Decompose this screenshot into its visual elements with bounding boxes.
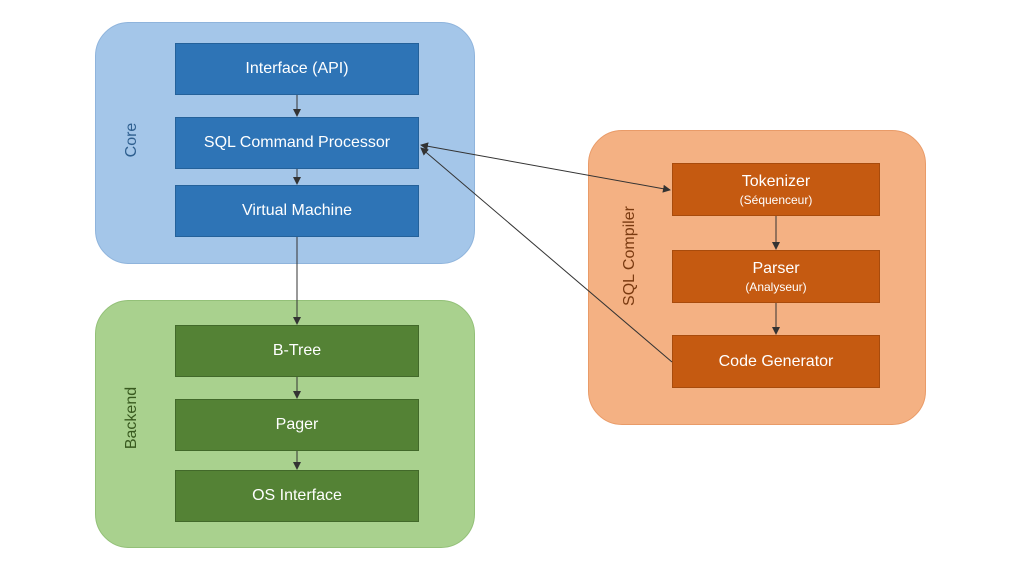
parser-label: Parser — [752, 259, 800, 277]
parser-sublabel: (Analyseur) — [745, 279, 807, 294]
sql-command-processor-label: SQL Command Processor — [203, 134, 391, 151]
code-generator-label: Code Generator — [718, 352, 834, 370]
tokenizer-label: Tokenizer — [741, 172, 811, 190]
btree-label: B-Tree — [272, 342, 322, 359]
parser-box: Parser (Analyseur) — [672, 250, 880, 303]
virtual-machine-label: Virtual Machine — [242, 202, 352, 219]
interface-api-box: Interface (API) — [175, 43, 419, 95]
interface-api-label: Interface (API) — [245, 60, 349, 77]
tokenizer-box: Tokenizer (Séquenceur) — [672, 163, 880, 216]
btree-box: B-Tree — [175, 325, 419, 377]
code-generator-box: Code Generator — [672, 335, 880, 388]
sql-command-processor-box: SQL Command Processor — [175, 117, 419, 169]
os-interface-box: OS Interface — [175, 470, 419, 522]
arrow-sqlproc-tokenizer — [420, 142, 671, 193]
virtual-machine-box: Virtual Machine — [175, 185, 419, 237]
pager-box: Pager — [175, 399, 419, 451]
arrow-codegen-to-sqlproc — [420, 147, 673, 363]
pager-label: Pager — [275, 416, 319, 433]
tokenizer-sublabel: (Séquenceur) — [739, 192, 813, 207]
os-interface-label: OS Interface — [252, 487, 342, 504]
